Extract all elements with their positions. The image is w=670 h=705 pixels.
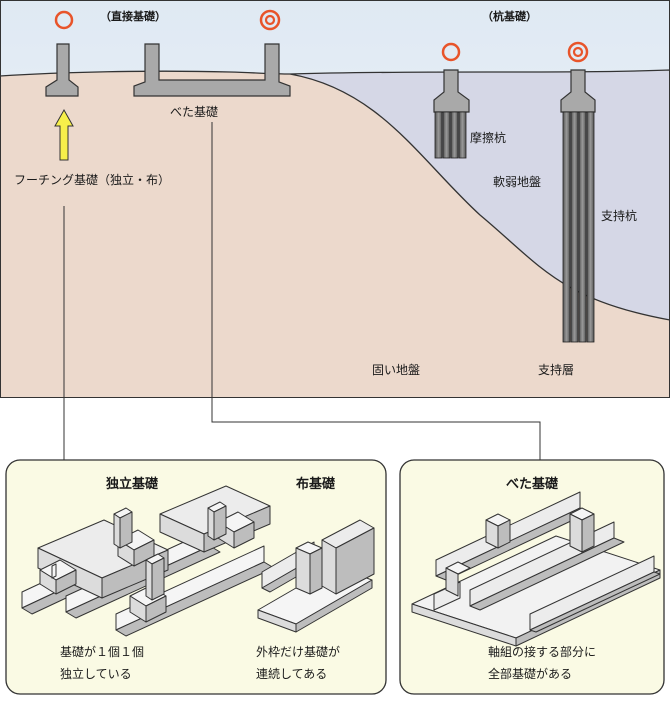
isolated-foundation-title: 独立基礎 (106, 476, 159, 492)
circle-icon (441, 42, 461, 62)
bearing-pile-shafts (562, 111, 595, 343)
direct-foundation-header: （直接基礎） (100, 9, 166, 23)
pile-foundation-header: （杭基礎） (482, 9, 537, 23)
friction-pile-label: 摩擦杭 (470, 130, 506, 145)
bearing-layer-label: 支持層 (538, 362, 574, 377)
mat-foundation-illustration (411, 491, 661, 647)
bearing-pile-label: 支持杭 (601, 208, 637, 223)
double-circle-icon (259, 9, 281, 31)
circle-icon (54, 10, 74, 30)
strip-foundation-illustration (257, 519, 375, 633)
strip-description-line2: 連続してある (256, 667, 327, 681)
hard-ground-left (0, 71, 290, 398)
connector-line (211, 122, 541, 460)
strip-description-line1: 外枠だけ基礎が (256, 644, 340, 659)
footing-foundation-shape (45, 43, 79, 97)
mat-description-line1: 軸組の接する部分に (488, 644, 596, 659)
mat-foundation-title: べた基礎 (506, 476, 559, 492)
mat-foundation-label: べた基礎 (170, 105, 218, 119)
arrow-up-icon (54, 108, 74, 161)
mat-foundation-shape (133, 43, 291, 97)
isolated-description-line1: 基礎が１個１個 (60, 644, 144, 659)
soft-ground-label: 軟弱地盤 (493, 174, 541, 189)
bearing-pile-cap (560, 69, 596, 113)
strip-foundation-title: 布基礎 (296, 476, 336, 492)
isolated-description-line2: 独立している (60, 666, 132, 681)
friction-pile-cap (433, 69, 470, 113)
double-circle-icon (567, 41, 589, 63)
hard-ground-label: 固い地盤 (372, 363, 420, 377)
mat-description-line2: 全部基礎がある (488, 666, 572, 681)
friction-pile-shafts (434, 111, 467, 159)
isolated-foundation-illustration (21, 485, 275, 637)
footing-foundation-label: フーチング基礎（独立・布） (14, 172, 170, 187)
